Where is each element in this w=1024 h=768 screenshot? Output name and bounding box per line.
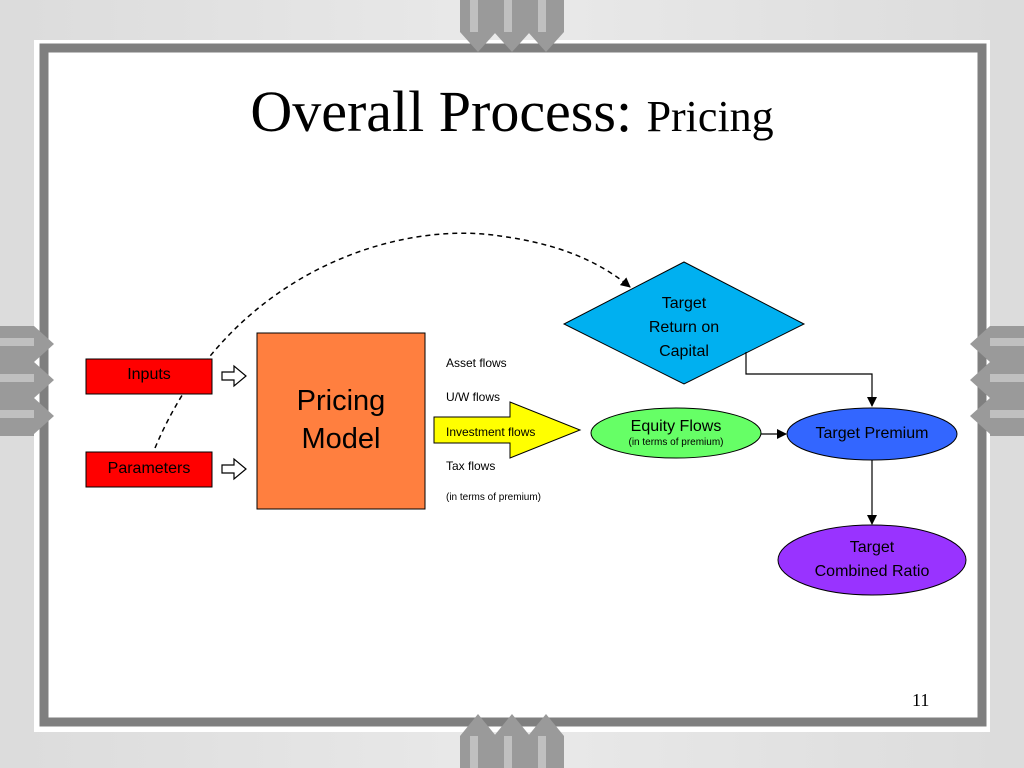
flows-note: (in terms of premium)	[446, 492, 542, 503]
uw-flows-label: U/W flows	[446, 390, 500, 404]
tax-flows-label: Tax flows	[446, 459, 496, 473]
inputs-arrow-icon	[221, 364, 247, 388]
target-combined-ratio-ellipse	[777, 524, 967, 596]
left-ornament	[0, 326, 54, 436]
title-main: Overall Process:	[250, 79, 647, 144]
investment-flows-arrow	[433, 401, 582, 459]
inputs-label: Inputs	[127, 366, 171, 383]
investment-flows-label: Investment flows	[446, 425, 536, 439]
target-premium-label: Target Premium	[815, 425, 929, 442]
parameters-box	[85, 451, 213, 488]
target-combined-ratio-label: Target Combined Ratio	[814, 539, 930, 580]
right-ornament	[970, 326, 1024, 436]
pricing-model-box	[256, 332, 426, 510]
inputs-box	[85, 358, 213, 395]
equity-flows-ellipse	[590, 407, 762, 459]
title-sub: Pricing	[646, 92, 774, 141]
target-return-label: Target Return on Capital	[648, 295, 720, 360]
equity-flows-label: Equity Flows (in terms of premium)	[628, 418, 724, 448]
return-to-premium-arrow	[745, 352, 877, 407]
target-return-diamond	[562, 261, 806, 385]
top-ornament	[460, 0, 564, 52]
bottom-ornament	[460, 714, 564, 768]
pricing-model-label: Pricing Model	[296, 385, 386, 455]
asset-flows-label: Asset flows	[446, 356, 507, 370]
page-number: 11	[912, 690, 930, 710]
parameters-label: Parameters	[107, 460, 191, 477]
parameters-arrow-icon	[221, 457, 247, 481]
page-title: Overall Process: Pricing	[0, 78, 1024, 145]
dashed-feedback-arrow	[154, 232, 631, 449]
